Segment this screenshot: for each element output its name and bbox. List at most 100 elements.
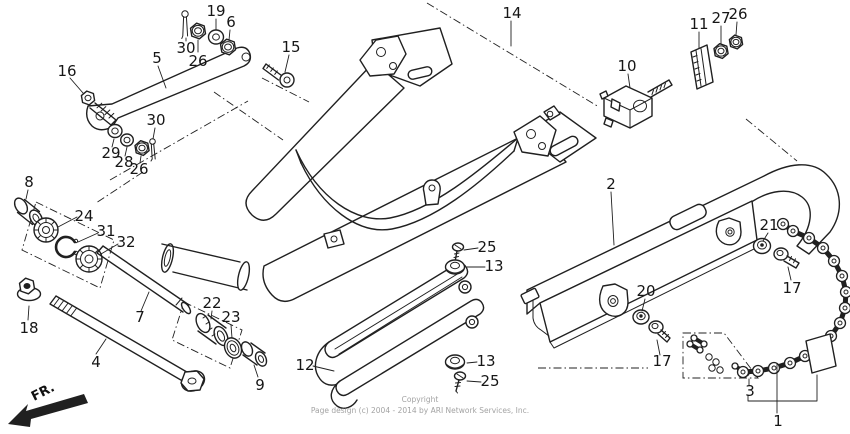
head-flange	[773, 247, 789, 261]
callout-14[interactable]: 14	[502, 4, 521, 22]
block-ear-a	[599, 90, 609, 100]
part-29-washer	[107, 123, 123, 139]
callout-2[interactable]: 2	[606, 175, 616, 193]
nut-hole	[23, 283, 31, 289]
bore	[450, 261, 460, 270]
fr-label: FR.	[29, 380, 57, 404]
callout-1[interactable]: 1	[773, 412, 783, 430]
mid-mount-bore	[610, 298, 616, 304]
ring-lug-a	[73, 238, 79, 244]
master-link-kit-box	[682, 332, 759, 379]
link-hole-left	[95, 111, 105, 121]
part-7-pivot-pipe	[96, 245, 192, 315]
part-10-chain-adjuster	[599, 79, 673, 129]
part-16-bolt	[80, 90, 117, 126]
callout-25-bottom[interactable]: 25	[480, 372, 499, 390]
part-20-grommet	[632, 309, 650, 325]
back	[240, 341, 254, 357]
near-beam	[262, 127, 567, 303]
block-window	[610, 98, 621, 112]
lower-plate	[335, 298, 485, 397]
callout-31[interactable]: 31	[96, 222, 115, 240]
part-17-bolt-left	[648, 320, 671, 343]
nut-hole	[194, 27, 202, 35]
callout-16[interactable]: 16	[57, 62, 76, 80]
callout-17-left[interactable]: 17	[652, 352, 671, 370]
threads	[266, 64, 278, 75]
callout-3[interactable]: 3	[745, 382, 755, 400]
callout-17-right[interactable]: 17	[782, 279, 801, 297]
callout-13-top[interactable]: 13	[484, 257, 503, 275]
head-flange	[648, 320, 664, 334]
callout-22[interactable]: 22	[202, 294, 221, 312]
assoc-line-hardware-b	[95, 171, 144, 204]
callout-21[interactable]: 21	[759, 216, 778, 234]
callout-32[interactable]: 32	[116, 233, 135, 251]
callout-30-top[interactable]: 30	[176, 39, 195, 57]
callout-10[interactable]: 10	[617, 57, 636, 75]
part-30-cotter-pin-top	[181, 10, 189, 39]
callout-18[interactable]: 18	[19, 319, 38, 337]
nut-hole	[732, 38, 740, 46]
callout-24[interactable]: 24	[74, 207, 93, 225]
assoc-line-case	[745, 118, 798, 162]
bore	[42, 226, 50, 234]
flange	[445, 363, 465, 369]
scale-plate	[690, 44, 714, 90]
mid	[757, 240, 767, 250]
callout-28[interactable]: 28	[114, 153, 133, 171]
part-31-snap-ring	[54, 235, 79, 259]
callout-12[interactable]: 12	[295, 356, 314, 374]
tube-left-hole	[163, 249, 172, 267]
part-21-grommet	[752, 237, 772, 255]
part-9-collar	[240, 341, 268, 367]
callout-8[interactable]: 8	[24, 173, 34, 191]
callout-26-mid[interactable]: 26	[129, 160, 148, 178]
part-13-grommet-bottom	[444, 354, 466, 370]
lower-hook	[330, 380, 358, 409]
scale-ticks	[692, 55, 702, 82]
kit-boxes	[21, 201, 759, 379]
callout-30-mid[interactable]: 30	[146, 111, 165, 129]
callout-15[interactable]: 15	[281, 38, 300, 56]
callout-11[interactable]: 11	[689, 15, 708, 33]
block	[603, 85, 653, 129]
callout-13-bottom[interactable]: 13	[476, 352, 495, 370]
part-18-nut	[16, 277, 42, 302]
shank	[262, 63, 283, 81]
rollers	[33, 217, 59, 243]
callout-6[interactable]: 6	[226, 13, 236, 31]
part-25-screw-bottom	[453, 371, 467, 394]
threads	[96, 102, 115, 119]
brace-lower-curve	[300, 150, 515, 231]
callout-5[interactable]: 5	[152, 49, 162, 67]
head-face	[283, 76, 291, 84]
callout-29[interactable]: 29	[101, 144, 120, 162]
callout-25-top[interactable]: 25	[477, 238, 496, 256]
callout-23[interactable]: 23	[221, 308, 240, 326]
threads	[53, 297, 78, 317]
callout-4[interactable]: 4	[91, 353, 101, 371]
rear-mount-tab	[715, 217, 742, 246]
pipe-end	[180, 301, 192, 315]
callout-27[interactable]: 27	[711, 9, 730, 27]
washer-outer	[119, 133, 134, 147]
body	[242, 342, 266, 366]
near-ear-hole	[546, 110, 554, 118]
callout-26-top[interactable]: 26	[188, 52, 207, 70]
callout-20[interactable]: 20	[636, 282, 655, 300]
head	[279, 72, 295, 88]
threads	[789, 256, 796, 264]
head-face	[187, 377, 197, 385]
callout-9[interactable]: 9	[255, 376, 265, 394]
callout-7[interactable]: 7	[135, 308, 145, 326]
threads	[662, 331, 669, 338]
part-26-nut-right	[728, 34, 744, 50]
far-box-slot	[407, 66, 433, 80]
callout-19[interactable]: 19	[206, 2, 225, 20]
leader-lines	[25, 18, 818, 414]
bore	[257, 355, 265, 363]
link-mount-tab	[323, 229, 345, 249]
callout-26-right[interactable]: 26	[728, 5, 747, 23]
